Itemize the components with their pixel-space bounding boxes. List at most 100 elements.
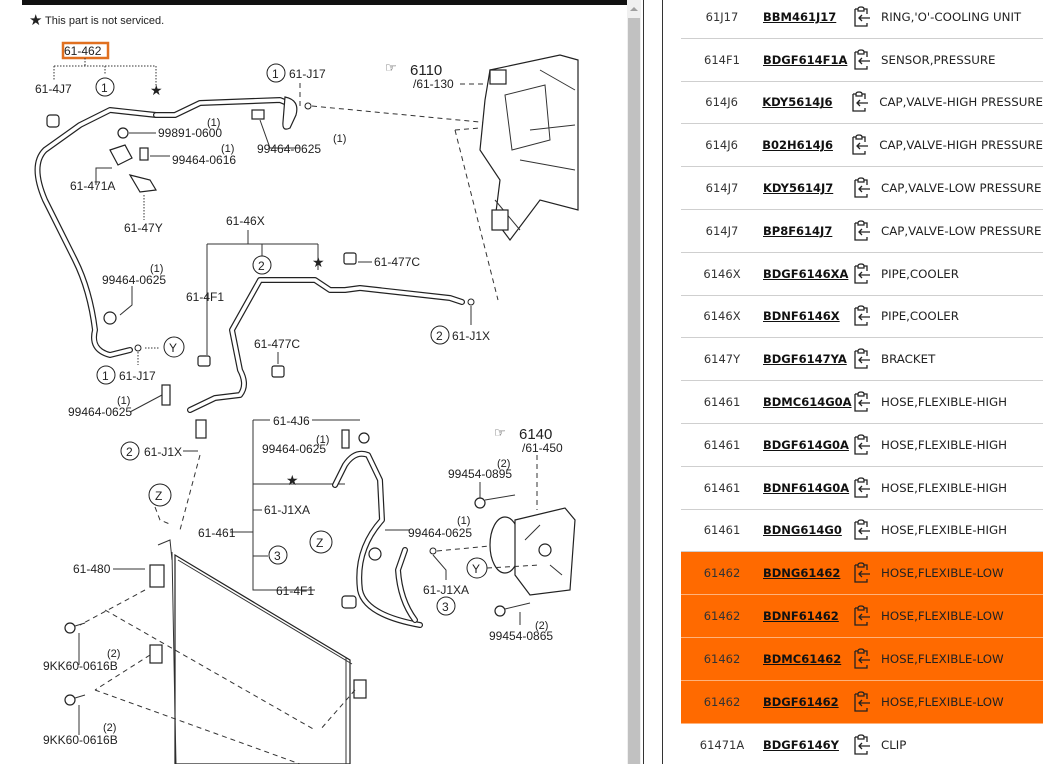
- label-61-461[interactable]: 61-461: [198, 526, 236, 540]
- part-number-link[interactable]: BDGF6147YA: [763, 352, 847, 367]
- part-number-link[interactable]: KDY5614J7: [763, 181, 834, 196]
- part-number-link[interactable]: BDNG614G0: [763, 523, 842, 538]
- part-number-link[interactable]: BDNF6146X: [763, 309, 840, 324]
- callout-61-462-selected[interactable]: 61-462: [61, 41, 110, 60]
- label-61-450[interactable]: /61-450: [522, 441, 563, 455]
- label-61-46x[interactable]: 61-46X: [226, 214, 265, 228]
- label-99464-0625[interactable]: 99464-0625: [408, 526, 472, 540]
- label-99464-0625[interactable]: 99464-0625: [262, 442, 326, 456]
- part-number-link[interactable]: BDNG61462: [763, 566, 841, 581]
- diagram-scrollbar[interactable]: [627, 0, 641, 764]
- label-99454-0895[interactable]: 99454-0895: [448, 467, 512, 481]
- clipboard-arrow-icon[interactable]: [851, 220, 877, 242]
- ref-number: 61J17: [705, 9, 739, 24]
- part-number-link[interactable]: KDY5614J6: [762, 95, 833, 110]
- clipboard-arrow-icon[interactable]: [849, 91, 875, 113]
- clipboard-arrow-icon[interactable]: [851, 305, 877, 327]
- part-number-link[interactable]: BP8F614J7: [763, 223, 833, 238]
- part-number-link[interactable]: BDNF614G0A: [763, 480, 850, 495]
- parts-list-row[interactable]: 614J6 B02H614J6 CAP,VALVE-HIGH PRESSURE: [681, 124, 1043, 168]
- label-61-4f1[interactable]: 61-4F1: [276, 584, 314, 598]
- label-61-j1xa[interactable]: 61-J1XA: [264, 503, 310, 517]
- qty-label: (2): [107, 648, 120, 660]
- label-6140[interactable]: 6140: [519, 426, 552, 443]
- label-61-47y[interactable]: 61-47Y: [124, 221, 163, 235]
- part-number-link[interactable]: BBM461J17: [763, 9, 837, 24]
- parts-list-row[interactable]: 6147Y BDGF6147YA BRACKET: [681, 338, 1043, 382]
- parts-list-row[interactable]: 61462 BDNF61462 HOSE,FLEXIBLE-LOW: [681, 595, 1043, 638]
- parts-list-row[interactable]: 61461 BDNF614G0A HOSE,FLEXIBLE-HIGH: [681, 467, 1043, 510]
- label-61-j17[interactable]: 61-J17: [119, 369, 156, 383]
- label-6110[interactable]: 6110: [410, 62, 442, 79]
- label-99891-0600[interactable]: 99891-0600: [158, 126, 222, 140]
- clipboard-arrow-icon[interactable]: [849, 134, 875, 156]
- parts-list-row[interactable]: 614F1 BDGF614F1A SENSOR,PRESSURE: [681, 39, 1043, 82]
- ref-number: 6146X: [703, 266, 741, 281]
- part-number-link[interactable]: BDGF6146XA: [763, 266, 849, 281]
- clipboard-arrow-icon[interactable]: [851, 263, 877, 285]
- parts-list-row[interactable]: 61461 BDMC614G0A HOSE,FLEXIBLE-HIGH: [681, 381, 1043, 424]
- parts-list-row[interactable]: 61462 BDMC61462 HOSE,FLEXIBLE-LOW: [681, 637, 1043, 681]
- qty-label: (1): [207, 117, 220, 129]
- label-99464-0625[interactable]: 99464-0625: [102, 273, 166, 287]
- parts-list-row[interactable]: 61462 BDGF61462 HOSE,FLEXIBLE-LOW: [681, 680, 1043, 724]
- scroll-up-arrow-icon[interactable]: [627, 0, 641, 17]
- part-number-link[interactable]: BDGF614F1A: [763, 52, 848, 67]
- parts-list-row[interactable]: 61461 BDGF614G0A HOSE,FLEXIBLE-HIGH: [681, 424, 1043, 467]
- label-61-4f1[interactable]: 61-4F1: [186, 290, 224, 304]
- label-61-j1xa[interactable]: 61-J1XA: [423, 583, 469, 597]
- parts-list-row[interactable]: 61462 BDNG61462 HOSE,FLEXIBLE-LOW: [681, 552, 1043, 596]
- label-61-j1x[interactable]: 61-J1X: [144, 445, 182, 459]
- clipboard-arrow-icon[interactable]: [851, 690, 877, 713]
- label-9kk60-0616b[interactable]: 9KK60-0616B: [43, 733, 118, 747]
- clipboard-arrow-icon[interactable]: [851, 477, 877, 499]
- parts-list-row[interactable]: 61461 BDNG614G0 HOSE,FLEXIBLE-HIGH: [681, 510, 1043, 553]
- label-61-j1x[interactable]: 61-J1X: [452, 329, 490, 343]
- label-61-471a[interactable]: 61-471A: [70, 179, 115, 193]
- part-number-link[interactable]: BDNF61462: [763, 609, 839, 624]
- clipboard-arrow-icon[interactable]: [851, 605, 877, 627]
- part-number-link[interactable]: BDGF61462: [763, 694, 839, 709]
- clipboard-arrow-icon[interactable]: [851, 519, 877, 541]
- clipboard-arrow-icon[interactable]: [851, 562, 877, 584]
- clipboard-arrow-icon[interactable]: [851, 391, 877, 413]
- clipboard-arrow-icon[interactable]: [851, 648, 877, 670]
- part-number-link[interactable]: BDMC614G0A: [763, 395, 852, 410]
- label-99454-0865[interactable]: 99454-0865: [489, 629, 553, 643]
- parts-list-row[interactable]: 614J7 KDY5614J7 CAP,VALVE-LOW PRESSURE: [681, 167, 1043, 210]
- clipboard-arrow-icon[interactable]: [851, 49, 877, 71]
- label-61-j17[interactable]: 61-J17: [289, 67, 326, 81]
- parts-list-row[interactable]: 61J17 BBM461J17 RING,'O'-COOLING UNIT: [681, 0, 1043, 39]
- marker-1-text: 1: [101, 81, 108, 95]
- scrollbar-thumb[interactable]: [628, 18, 640, 764]
- clipboard-arrow-icon[interactable]: [851, 177, 877, 199]
- parts-list-row[interactable]: 61471A BDGF6146Y CLIP: [681, 724, 1043, 764]
- parts-list-row[interactable]: 614J6 KDY5614J6 CAP,VALVE-HIGH PRESSURE: [681, 82, 1043, 125]
- part-number-link[interactable]: BDGF6146Y: [763, 737, 839, 752]
- part-number-link[interactable]: BDMC61462: [763, 651, 842, 666]
- label-61-130[interactable]: /61-130: [413, 77, 454, 91]
- parts-list-row[interactable]: 614J7 BP8F614J7 CAP,VALVE-LOW PRESSURE: [681, 210, 1043, 253]
- parts-list-row[interactable]: 6146X BDGF6146XA PIPE,COOLER: [681, 253, 1043, 296]
- label-61-477c[interactable]: 61-477C: [254, 337, 300, 351]
- label-61-4j7[interactable]: 61-4J7: [35, 82, 72, 96]
- sensor-61-4f1: [341, 595, 357, 609]
- clipboard-arrow-icon[interactable]: [851, 348, 877, 370]
- part-description: CLIP: [881, 737, 907, 752]
- clipboard-arrow-icon[interactable]: [851, 434, 877, 456]
- part-number-link[interactable]: B02H614J6: [762, 138, 833, 153]
- label-99464-0616[interactable]: 99464-0616: [172, 153, 236, 167]
- label-99464-0625[interactable]: 99464-0625: [68, 405, 132, 419]
- parts-list-row[interactable]: 6146X BDNF6146X PIPE,COOLER: [681, 296, 1043, 339]
- label-61-4j6[interactable]: 61-4J6: [273, 414, 310, 428]
- label-61-477c[interactable]: 61-477C: [374, 255, 420, 269]
- label-99464-0625[interactable]: 99464-0625: [257, 142, 321, 156]
- marker-2-text: 2: [126, 445, 133, 459]
- label-9kk60-0616b[interactable]: 9KK60-0616B: [43, 659, 118, 673]
- callout-label[interactable]: 61-462: [64, 44, 102, 58]
- clipboard-arrow-icon[interactable]: [851, 734, 877, 756]
- part-description: CAP,VALVE-HIGH PRESSURE: [879, 95, 1043, 110]
- label-61-480[interactable]: 61-480: [73, 562, 111, 576]
- part-number-link[interactable]: BDGF614G0A: [763, 437, 849, 452]
- clipboard-arrow-icon[interactable]: [851, 6, 877, 28]
